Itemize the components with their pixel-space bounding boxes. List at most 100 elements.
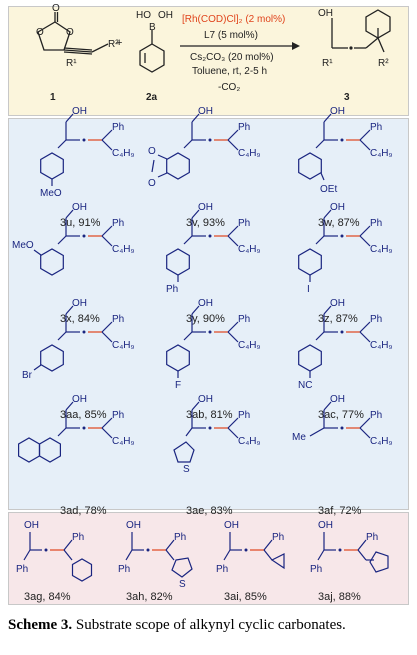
bond [317, 549, 325, 561]
atom-ph: Ph [238, 314, 250, 325]
atom-o: O [36, 27, 44, 38]
bond [183, 235, 193, 245]
bond [101, 129, 113, 141]
yield-label: 3ag, 84% [24, 591, 71, 603]
atom-o: O [66, 27, 74, 38]
ph-products-panel [8, 512, 409, 605]
atom-substituent: F [175, 380, 181, 391]
bond [359, 321, 371, 333]
scheme-caption: Scheme 3. Substrate scope of alkynyl cyc… [8, 617, 412, 634]
atom-substituent: I [307, 284, 310, 295]
yield-label: 3ae, 83% [186, 505, 233, 517]
caption-label: Scheme 3. [8, 617, 73, 633]
cyclopropyl-ring [270, 553, 285, 570]
bond [309, 427, 325, 437]
bond [101, 139, 113, 151]
catalyst-text: [Rh(COD)Cl]₂ (2 mol%) [182, 14, 285, 25]
bond [191, 305, 200, 315]
yield-label: 3y, 90% [186, 313, 225, 325]
atom-c4h9: C₄H₉ [370, 244, 393, 255]
atom-ph: Ph [370, 218, 382, 229]
allene-center [44, 548, 48, 552]
bond [359, 139, 371, 151]
bond [183, 331, 193, 341]
bond [65, 305, 74, 315]
allene-center [208, 330, 212, 334]
label-3: 3 [344, 92, 350, 103]
bond [227, 235, 239, 247]
conditions-text: Toluene, rt, 2-5 h [192, 66, 267, 77]
atom-c4h9: C₄H₉ [370, 148, 393, 159]
allene-center [349, 46, 353, 50]
benzene-ring [166, 248, 190, 276]
atom-r1: R¹ [322, 58, 333, 69]
atom-ph: Ph [370, 122, 382, 133]
label-1: 1 [50, 92, 56, 103]
bond [323, 209, 332, 219]
bond [57, 235, 67, 245]
atom-substituent: MeO [40, 188, 62, 199]
atom-ome: MeO [12, 240, 34, 251]
label-2a: 2a [146, 92, 158, 103]
bond [101, 235, 113, 247]
benzene-ring [40, 152, 64, 180]
bond [33, 249, 42, 256]
atom-ph: Ph [112, 314, 124, 325]
benzene-ring [40, 248, 64, 276]
bond [65, 113, 74, 123]
atom-oh: OH [330, 202, 345, 213]
bond [357, 549, 367, 561]
bond [125, 549, 133, 561]
atom-ph: Ph [238, 122, 250, 133]
bond [263, 549, 273, 561]
atom-me: Me [292, 432, 306, 443]
plus-sign: + [116, 37, 122, 49]
atom-ph: Ph [238, 218, 250, 229]
atom-r1: R¹ [66, 58, 77, 69]
atom-br: Br [22, 370, 33, 381]
bond [223, 549, 231, 561]
bond [357, 539, 367, 551]
atom-c4h9: C₄H₉ [238, 148, 261, 159]
benzene-ring [298, 248, 322, 276]
yield-label: 3w, 87% [318, 217, 360, 229]
yield-label: 3ac, 77% [318, 409, 364, 421]
bond [33, 364, 42, 371]
allene-center [208, 138, 212, 142]
atom-oh: OH [198, 106, 213, 117]
atom-oh: OH [24, 520, 39, 531]
atom-oet: OEt [320, 184, 337, 195]
atom-ph: Ph [370, 410, 382, 421]
bond [227, 139, 239, 151]
allene-center [82, 330, 86, 334]
arrow-head [292, 42, 300, 50]
atom-oh: OH [72, 106, 87, 117]
atom-oh: OH [224, 520, 239, 531]
bond [323, 401, 332, 411]
atom-oh: OH [72, 394, 87, 405]
allene-center [146, 548, 150, 552]
atom-o: O [148, 178, 156, 189]
bond [183, 139, 193, 149]
atom-c4h9: C₄H₉ [112, 340, 135, 351]
allene-center [340, 426, 344, 430]
benzene-ring [166, 344, 190, 372]
bond [315, 331, 325, 341]
atom-ph: Ph [72, 532, 84, 543]
bond [101, 321, 113, 333]
atom-ph: Ph [118, 564, 130, 575]
thiophene-ring [171, 557, 193, 578]
bond [323, 113, 332, 123]
bond [191, 209, 200, 219]
atom-oh: OH [72, 298, 87, 309]
allene-center [340, 138, 344, 142]
yield-label: 3af, 72% [318, 505, 362, 517]
